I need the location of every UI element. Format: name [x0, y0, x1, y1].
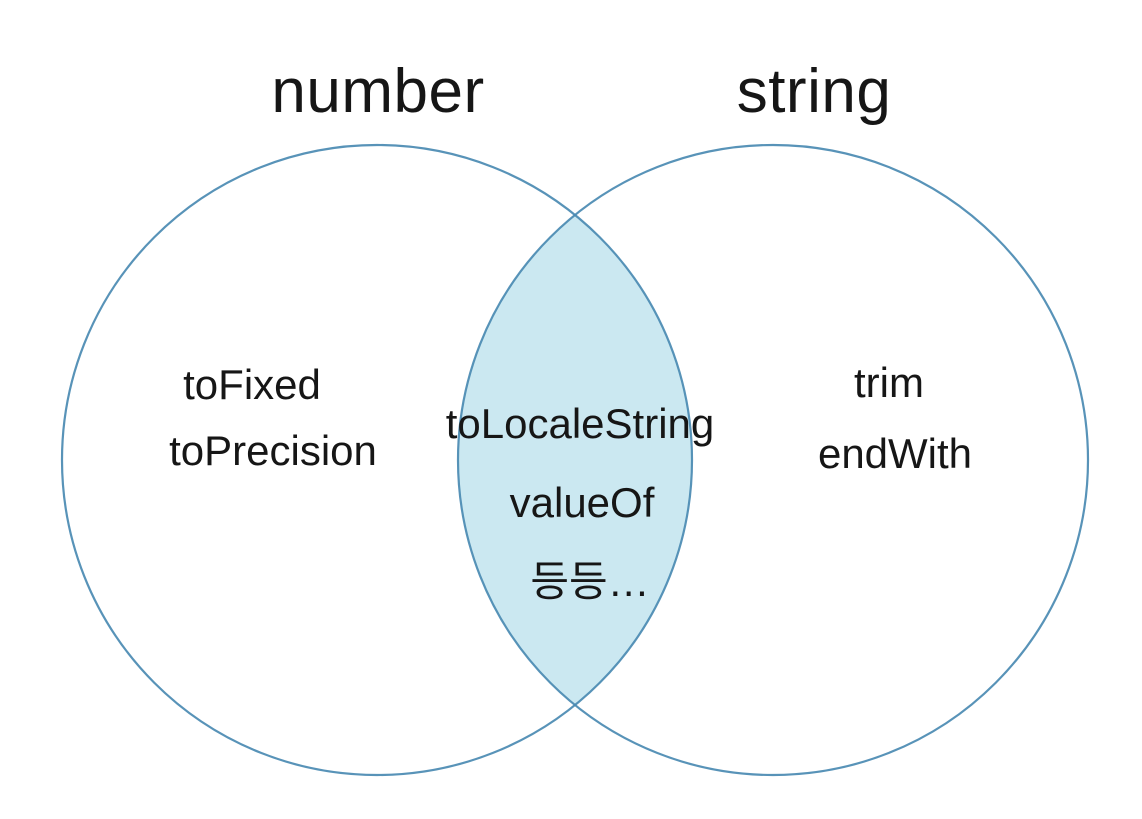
- shared-item-etc: 등등…: [530, 558, 650, 605]
- string-circle: [456, 143, 1090, 777]
- intersection-region: [457, 215, 693, 705]
- number-item-toprecision: toPrecision: [169, 427, 377, 474]
- string-item-trim: trim: [854, 359, 924, 406]
- number-item-tofixed: toFixed: [183, 361, 321, 408]
- shared-item-tolocalestring: toLocaleString: [445, 400, 715, 447]
- string-item-endwith: endWith: [817, 430, 973, 477]
- number-circle: [60, 143, 694, 777]
- shared-item-valueof: valueOf: [509, 479, 655, 526]
- string-set-title: string: [736, 57, 892, 126]
- number-set-title: number: [271, 57, 485, 126]
